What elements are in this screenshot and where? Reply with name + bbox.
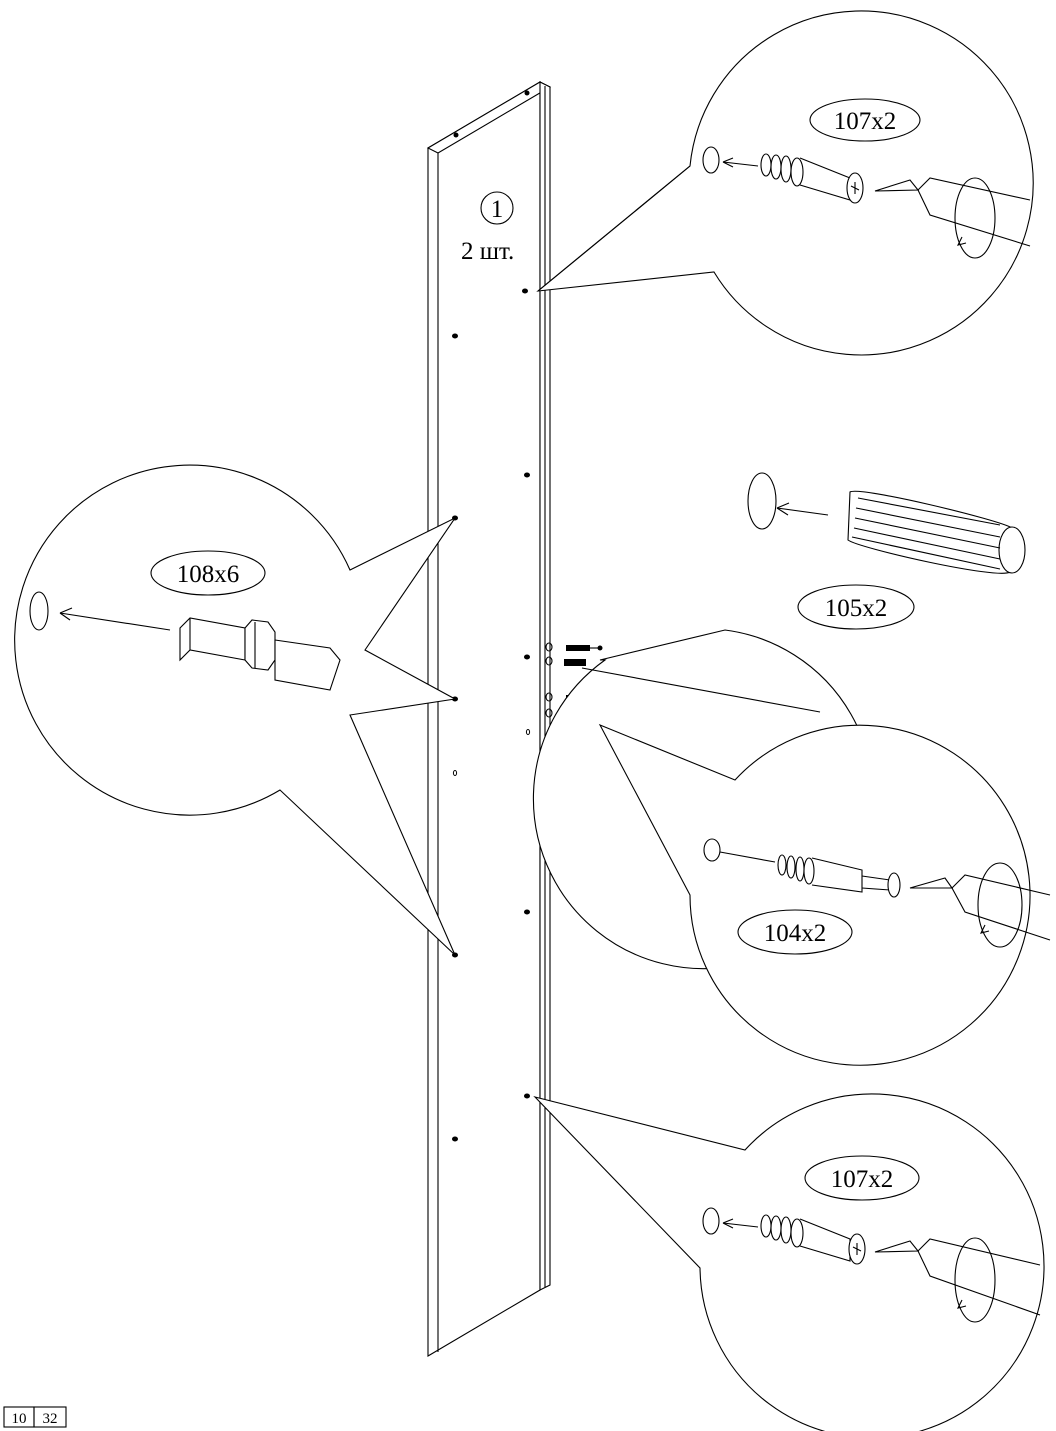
cam-bolt-icon: [702, 146, 864, 204]
small-hole: [452, 770, 458, 776]
wooden-dowel-icon: [847, 490, 1026, 574]
page-number: 10: [12, 1411, 27, 1427]
top-edge-hole: [453, 132, 459, 138]
part-number-badge: 1: [480, 191, 514, 225]
dowel-hole-icon: [29, 591, 171, 631]
screwdriver-icon: [909, 862, 1051, 948]
callout-label: 105x2: [825, 595, 888, 622]
small-hole: [525, 729, 531, 735]
top-edge-hole: [524, 90, 530, 96]
cam-bolt-icon: [702, 1207, 866, 1265]
callout-lower-right: 104x2: [598, 723, 1051, 1066]
callout-left: 108x6: [14, 464, 457, 956]
callout-bottom-right: 107x2: [533, 1093, 1045, 1431]
part-number: 1: [491, 196, 504, 223]
part-quantity: 2 шт.: [461, 238, 514, 265]
screwdriver-icon: [874, 1237, 1041, 1323]
callout-label: 107x2: [831, 1166, 894, 1193]
page-total: 32: [43, 1411, 58, 1427]
screwdriver-icon: [874, 177, 1031, 259]
callout-label: 107x2: [834, 108, 897, 135]
cam-bolt-icon: [703, 838, 901, 898]
page-number-box: 10 32: [3, 1406, 67, 1428]
connector-pin-icon: [179, 617, 341, 691]
callout-top-right: 107x2: [536, 10, 1034, 356]
side-panel: [426, 81, 552, 1357]
callout-label: 104x2: [764, 920, 827, 947]
callout-label: 108x6: [177, 561, 240, 588]
